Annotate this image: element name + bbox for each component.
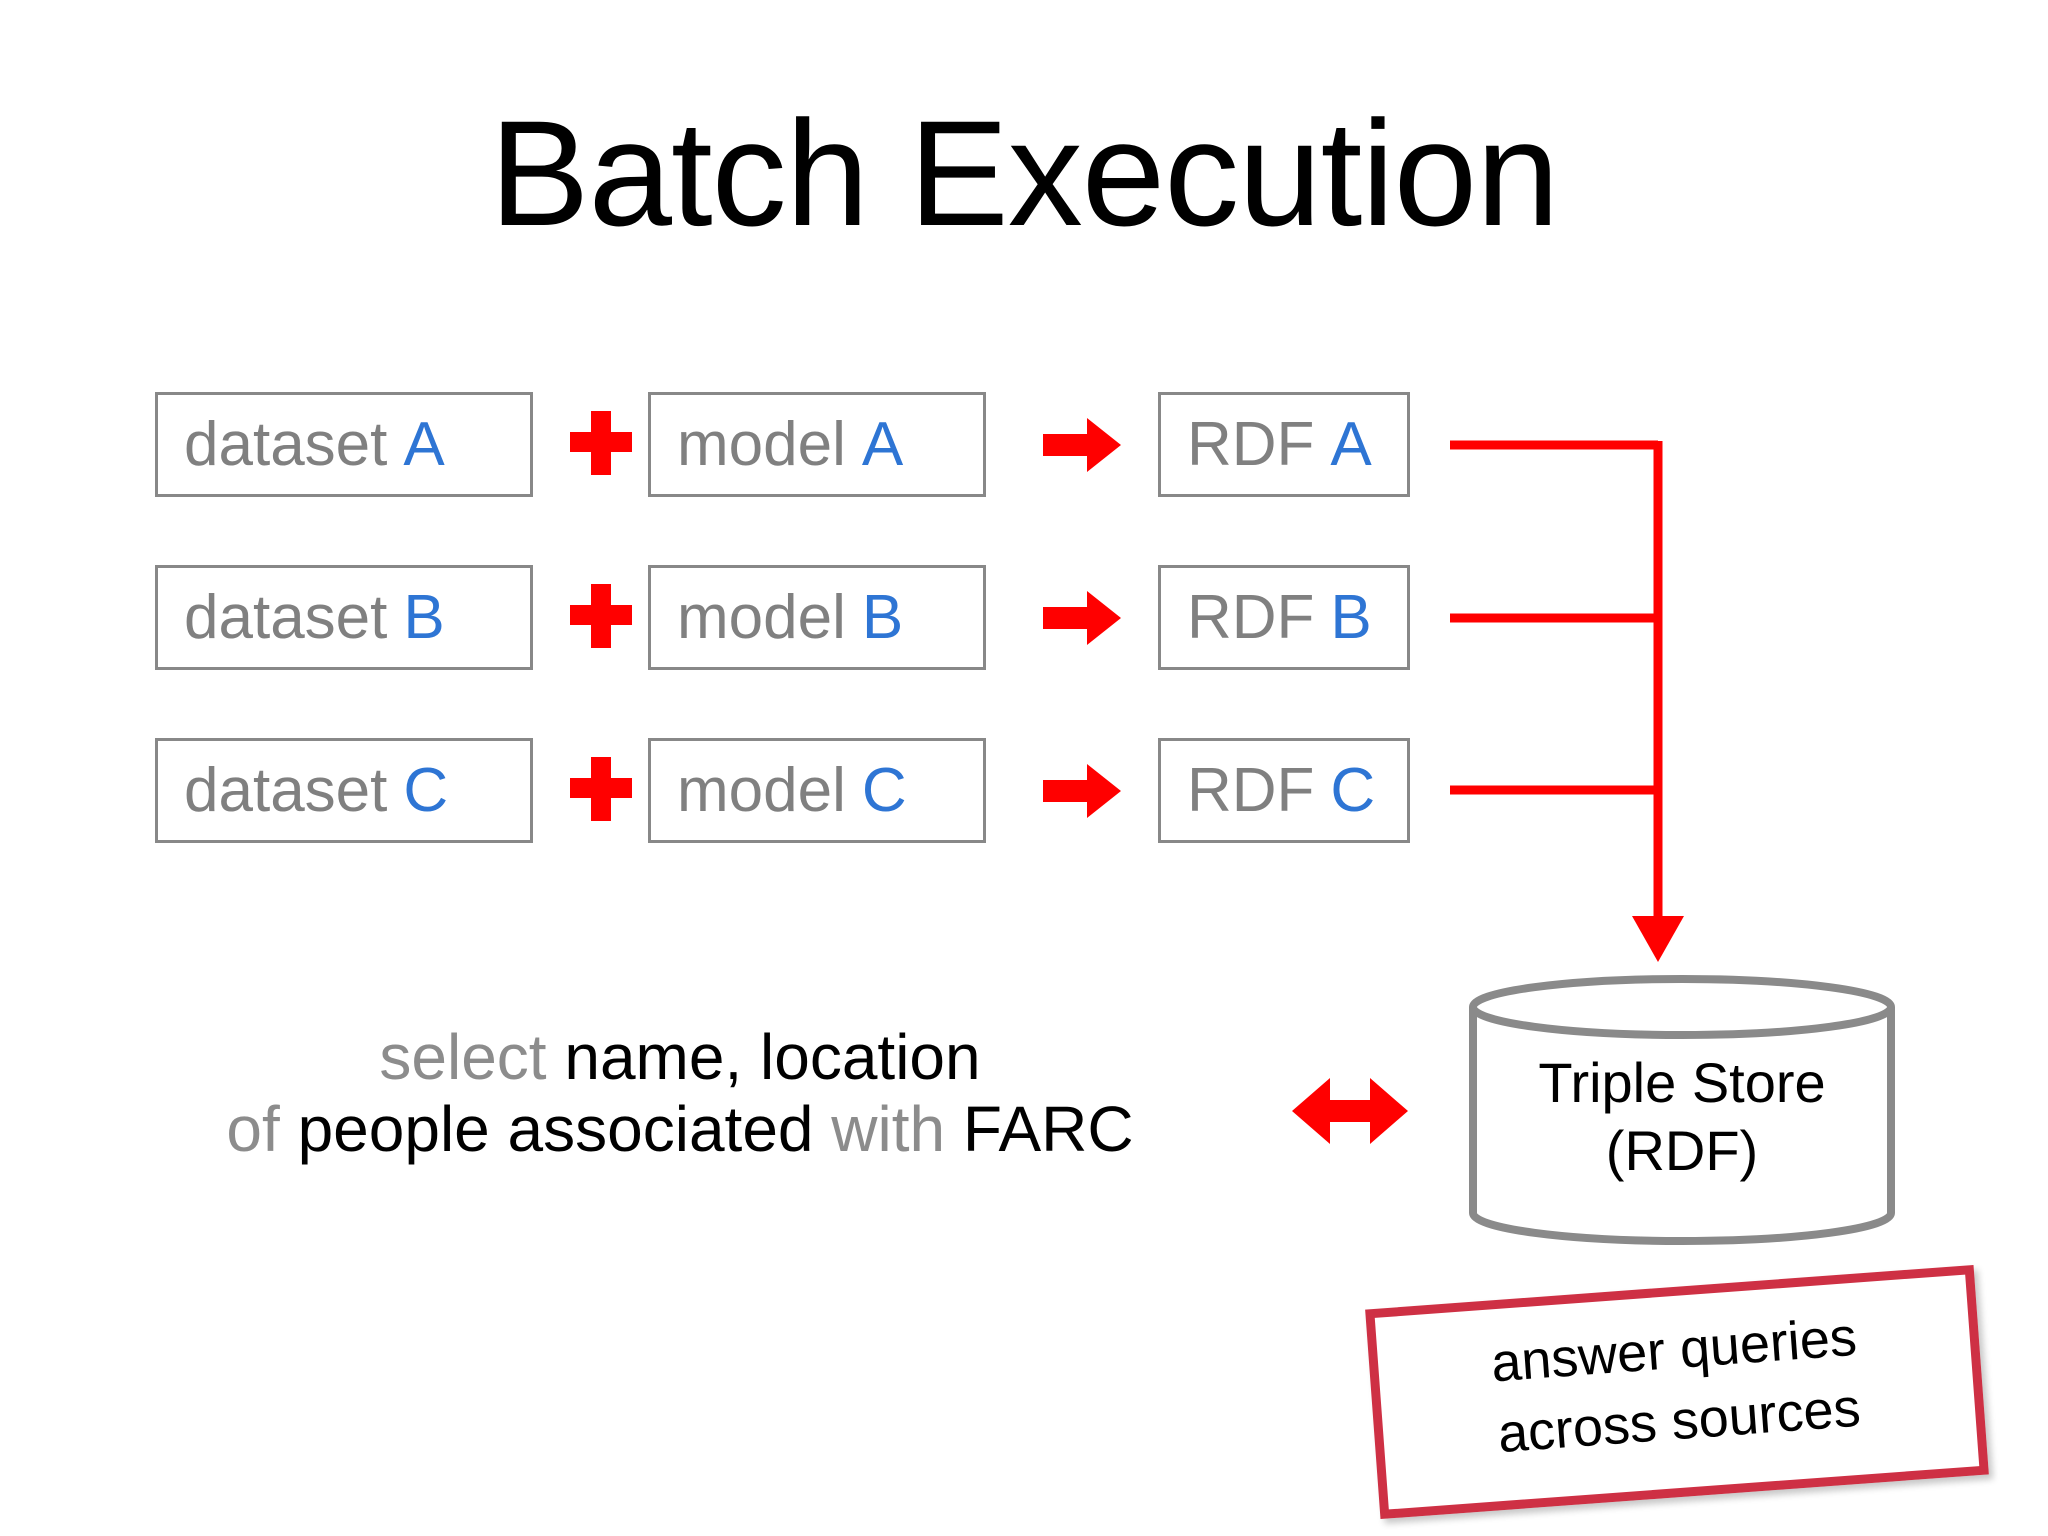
dataset-tag: C [403, 756, 449, 825]
query-line2-rest: FARC [962, 1092, 1134, 1165]
triple-store-line-2: (RDF) [1605, 1119, 1759, 1183]
dataset-box[interactable]: dataset C [155, 738, 533, 843]
pipeline-row: dataset A model A RDF A [0, 392, 2048, 502]
pipeline-row: dataset C model C RDF C [0, 738, 2048, 848]
model-box[interactable]: model B [648, 565, 986, 670]
rdf-label: RDF [1187, 756, 1315, 825]
triple-store-cylinder[interactable]: Triple Store (RDF) [1467, 975, 1897, 1245]
triple-store-line-1: Triple Store [1538, 1051, 1826, 1114]
plus-icon-vertical-bar [591, 584, 611, 648]
pipeline-row: dataset B model B RDF B [0, 565, 2048, 675]
right-arrow-icon [1043, 591, 1121, 645]
rdf-tag: C [1330, 756, 1376, 825]
model-tag: C [861, 756, 907, 825]
model-label: model [677, 583, 846, 652]
triple-store-label: Triple Store (RDF) [1467, 1049, 1897, 1186]
dataset-label: dataset [184, 583, 388, 652]
dataset-box[interactable]: dataset B [155, 565, 533, 670]
rdf-tag: B [1330, 583, 1372, 652]
rdf-box[interactable]: RDF A [1158, 392, 1410, 497]
plus-icon [570, 579, 632, 653]
model-box[interactable]: model C [648, 738, 986, 843]
database-cylinder-icon [1469, 975, 1895, 1245]
query-line2-mid: people associated [297, 1092, 814, 1165]
dataset-label: dataset [184, 756, 388, 825]
query-line-1: select name, location [120, 1021, 1240, 1094]
rdf-label: RDF [1187, 583, 1315, 652]
right-arrow-icon [1043, 764, 1121, 818]
sticky-note: answer queries across sources [1365, 1264, 1989, 1520]
double-headed-arrow-icon [1292, 1076, 1408, 1146]
plus-icon-vertical-bar [591, 757, 611, 821]
right-arrow-icon [1043, 418, 1121, 472]
page-title: Batch Execution [489, 89, 1560, 257]
query-text: select name, location of people associat… [120, 1021, 1240, 1166]
rdf-box[interactable]: RDF B [1158, 565, 1410, 670]
dataset-box[interactable]: dataset A [155, 392, 533, 497]
connector-arrowhead [1632, 916, 1684, 962]
plus-icon-vertical-bar [591, 411, 611, 475]
model-label: model [677, 756, 846, 825]
plus-icon [570, 406, 632, 480]
dataset-tag: B [403, 583, 445, 652]
model-box[interactable]: model A [648, 392, 986, 497]
rdf-tag: A [1330, 410, 1372, 479]
query-keyword-select: select [379, 1021, 547, 1093]
model-tag: B [861, 583, 904, 652]
plus-icon [570, 752, 632, 826]
rdf-box[interactable]: RDF C [1158, 738, 1410, 843]
dataset-label: dataset [184, 410, 388, 479]
query-line-2: of people associated with FARC [120, 1092, 1240, 1166]
dataset-tag: A [403, 410, 445, 479]
query-keyword-with: with [831, 1092, 946, 1165]
model-label: model [677, 410, 846, 479]
query-line1-rest: name, location [564, 1021, 981, 1093]
rdf-label: RDF [1187, 410, 1315, 479]
model-tag: A [861, 410, 904, 479]
query-keyword-of: of [226, 1092, 280, 1165]
